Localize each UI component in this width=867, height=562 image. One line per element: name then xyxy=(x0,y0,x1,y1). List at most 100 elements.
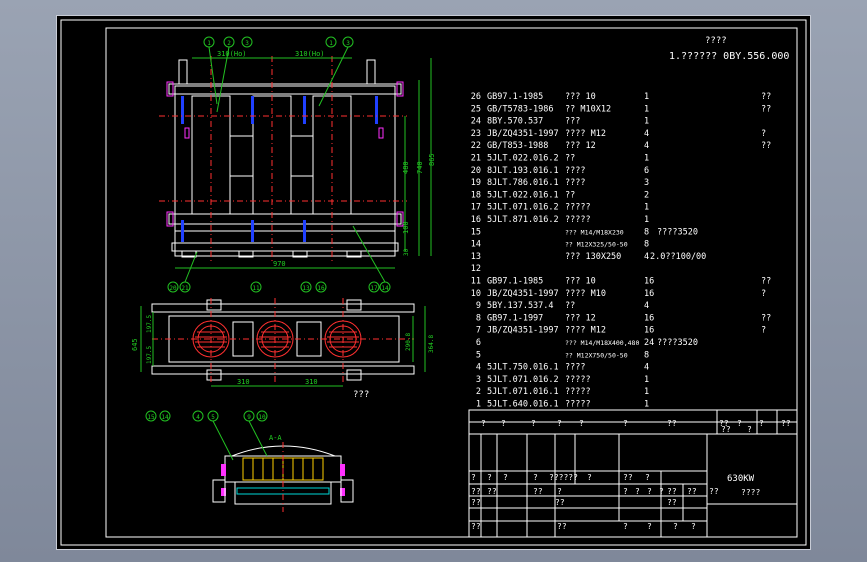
part-number: 12 xyxy=(471,264,481,274)
balloon: 17 xyxy=(368,281,380,293)
title-cell: ?? xyxy=(471,522,481,531)
section-bolt xyxy=(221,488,226,496)
part-number: 26 xyxy=(471,92,481,102)
product-name: 630KW xyxy=(727,474,755,484)
title-cell: ? xyxy=(557,487,562,496)
foot xyxy=(292,250,308,258)
part-qty: 1 xyxy=(644,92,649,102)
dim-base-offset: 30 xyxy=(403,248,410,256)
core-outline xyxy=(174,85,396,257)
part-name: ??? 10 xyxy=(565,277,596,287)
bolt xyxy=(396,81,404,97)
dim-plan-1: 197.5 xyxy=(146,315,153,333)
section-view: A-A 4 5 9 10 xyxy=(192,410,354,512)
title-cell: ? xyxy=(647,487,652,496)
svg-text:5: 5 xyxy=(211,414,215,421)
section-bracket xyxy=(340,479,354,503)
part-name: ????? xyxy=(565,387,591,397)
svg-text:3: 3 xyxy=(245,40,249,47)
svg-text:21: 21 xyxy=(181,285,189,292)
dim-window-height: 480 xyxy=(402,161,410,174)
part-code: GB97.1-1985 xyxy=(487,92,543,102)
part-qty: 2 xyxy=(644,190,649,200)
part-code: 5JLT.640.016.1 xyxy=(487,400,559,410)
dim-plan-left: 310 xyxy=(237,378,250,386)
dim-core-height: 740 xyxy=(416,161,424,174)
part-code: JB/ZQ4351-1997 xyxy=(487,326,559,336)
part-name: ?? M12X750/50-50 xyxy=(565,351,628,359)
title-cell: ? xyxy=(673,522,678,531)
part-note: ?? xyxy=(761,277,771,287)
title-cells: ????????????????????????????????????????… xyxy=(471,419,791,531)
section-bolt xyxy=(221,464,226,476)
part-code: 5JLT.071.016.2 xyxy=(487,375,559,385)
part-name: ??? 12 xyxy=(565,141,596,151)
title-cell: ?? xyxy=(555,498,565,507)
part-qty: 1 xyxy=(644,375,649,385)
part-code: GB/T853-1988 xyxy=(487,141,548,151)
part-number: 21 xyxy=(471,154,481,164)
title-cell: ? xyxy=(647,522,652,531)
part-number: 5 xyxy=(476,350,481,360)
title-cell: ? xyxy=(747,425,752,434)
dim-top-right: 310(Ho) xyxy=(295,50,325,58)
bolt xyxy=(166,81,174,97)
title-cell: ? xyxy=(623,419,628,428)
drawing-sheet[interactable]: 310(Ho) 310(Ho) 865 740 480 100 30 970 1… xyxy=(56,15,811,550)
balloon: 3 xyxy=(342,36,354,48)
part-qty: 1 xyxy=(644,154,649,164)
part-qty: 16 xyxy=(644,277,654,287)
part-number: 13 xyxy=(471,252,481,262)
part-name: ??? M14/M18X400,480 xyxy=(565,339,639,347)
part-code: 8JLT.786.016.1 xyxy=(487,178,559,188)
svg-text:15: 15 xyxy=(147,414,155,421)
foot xyxy=(346,250,362,258)
svg-text:14: 14 xyxy=(381,285,389,292)
part-code: 5JLT.750.016.1 xyxy=(487,363,559,373)
part-number: 11 xyxy=(471,277,481,287)
title-cell: ?? xyxy=(533,487,543,496)
foot xyxy=(238,250,254,258)
part-number: 8 xyxy=(476,313,481,323)
plan-foot xyxy=(346,299,362,311)
part-name: ?? xyxy=(565,301,575,311)
plan-foot xyxy=(346,369,362,381)
bolt xyxy=(166,211,174,227)
bolt xyxy=(184,127,190,139)
svg-text:10: 10 xyxy=(258,414,266,421)
spacer xyxy=(251,96,254,124)
svg-text:9: 9 xyxy=(247,414,251,421)
leader xyxy=(184,251,198,283)
balloon: 21 xyxy=(179,281,191,293)
spacer xyxy=(251,220,254,242)
part-number: 2 xyxy=(476,387,481,397)
part-number: 7 xyxy=(476,326,481,336)
title-cell: ? xyxy=(533,473,538,482)
parts-row: 12 xyxy=(471,264,481,274)
part-code: GB/T5783-1986 xyxy=(487,104,554,114)
title-cell: ? xyxy=(501,419,506,428)
part-number: 22 xyxy=(471,141,481,151)
part-code: JB/ZQ4351-1997 xyxy=(487,289,559,299)
header-mark: ???? xyxy=(705,36,727,46)
lifting-lug-right xyxy=(366,59,376,85)
part-name: ??? 10 xyxy=(565,92,596,102)
svg-text:1: 1 xyxy=(329,40,333,47)
spacer xyxy=(181,220,184,242)
title-cell: ?? xyxy=(709,487,719,496)
svg-text:14: 14 xyxy=(161,414,169,421)
dim-top-left: 310(Ho) xyxy=(217,50,247,58)
title-cell: ?? xyxy=(687,487,697,496)
leader xyxy=(216,46,230,113)
title-cell: ? xyxy=(737,419,742,428)
part-note: ? xyxy=(761,326,766,336)
title-cell: ?? xyxy=(667,487,677,496)
